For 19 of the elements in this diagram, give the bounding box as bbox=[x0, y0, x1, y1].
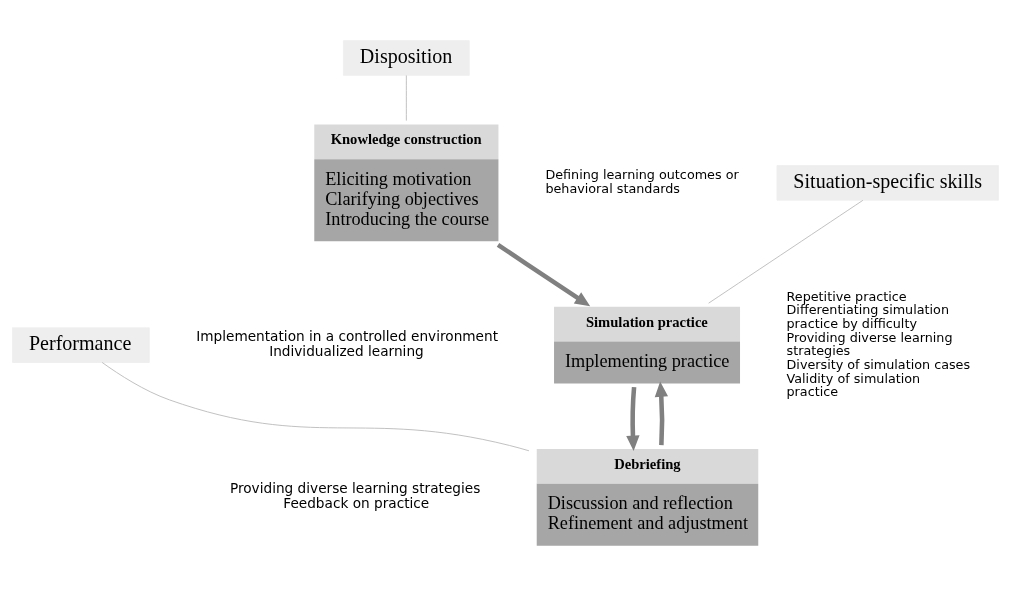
label: Feedback on practice bbox=[283, 495, 430, 512]
node-label: Providing diverse learning strategies bbox=[786, 329, 953, 359]
node-label: Repetitive practice bbox=[786, 288, 907, 304]
node-label: Differentiating simulation practice by difficulty bbox=[786, 302, 949, 331]
label: Individualized learning bbox=[269, 343, 424, 360]
node-box: Disposition bbox=[343, 40, 470, 76]
arrow bbox=[654, 381, 669, 446]
label: Providing diverse learning strategies bbox=[229, 479, 481, 496]
node-box: Situation-specific skills bbox=[776, 165, 999, 201]
arrow bbox=[496, 243, 591, 307]
node-label: Validity of simulation practice bbox=[786, 370, 921, 400]
node-label: Defining learning outcomes or behavioral standards bbox=[545, 167, 739, 197]
node-label: Diversity of simulation cases bbox=[786, 357, 971, 373]
arrow bbox=[626, 386, 640, 451]
connector bbox=[708, 199, 864, 304]
node-box: Performance bbox=[12, 327, 150, 363]
label: Implementation in a controlled environment bbox=[196, 327, 499, 344]
connector bbox=[405, 75, 407, 122]
connector bbox=[101, 362, 530, 452]
